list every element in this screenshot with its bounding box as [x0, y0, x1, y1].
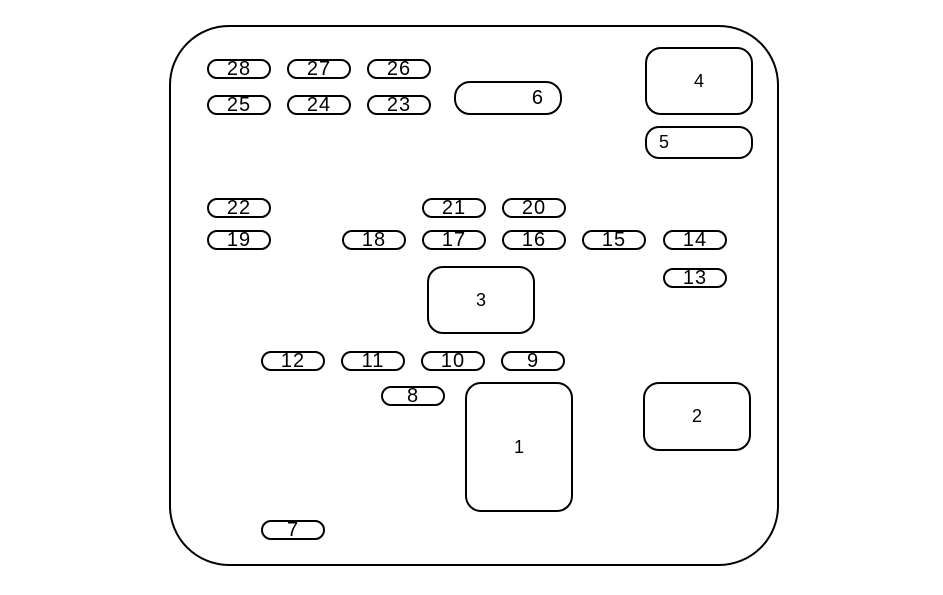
fuse-26: 26: [367, 58, 431, 80]
fuse-22: 22: [207, 197, 271, 219]
fuse-20: 20: [502, 197, 566, 219]
fuse-14: 14: [663, 229, 727, 251]
fuse-15: 15: [582, 229, 646, 251]
maxi-fuse-6: 6: [454, 81, 562, 115]
fuse-13: 13: [663, 267, 727, 289]
fuse-7: 7: [261, 519, 325, 541]
fuse-19: 19: [207, 229, 271, 251]
fuse-18: 18: [342, 229, 406, 251]
fuse-8: 8: [381, 385, 445, 407]
fuse-27: 27: [287, 58, 351, 80]
fuse-24: 24: [287, 94, 351, 116]
fuse-16: 16: [502, 229, 566, 251]
fuse-23: 23: [367, 94, 431, 116]
fuse-11: 11: [341, 350, 405, 372]
fuse-10: 10: [421, 350, 485, 372]
relay-2: 2: [643, 382, 751, 451]
fuse-block-outline: [169, 25, 779, 566]
fuse-25: 25: [207, 94, 271, 116]
fuse-9: 9: [501, 350, 565, 372]
fuse-17: 17: [422, 229, 486, 251]
relay-1: 1: [465, 382, 573, 512]
relay-3: 3: [427, 266, 535, 334]
relay-4: 4: [645, 47, 753, 115]
fuse-12: 12: [261, 350, 325, 372]
fuse-28: 28: [207, 58, 271, 80]
fuse-21: 21: [422, 197, 486, 219]
maxi-fuse-5: 5: [645, 126, 753, 159]
